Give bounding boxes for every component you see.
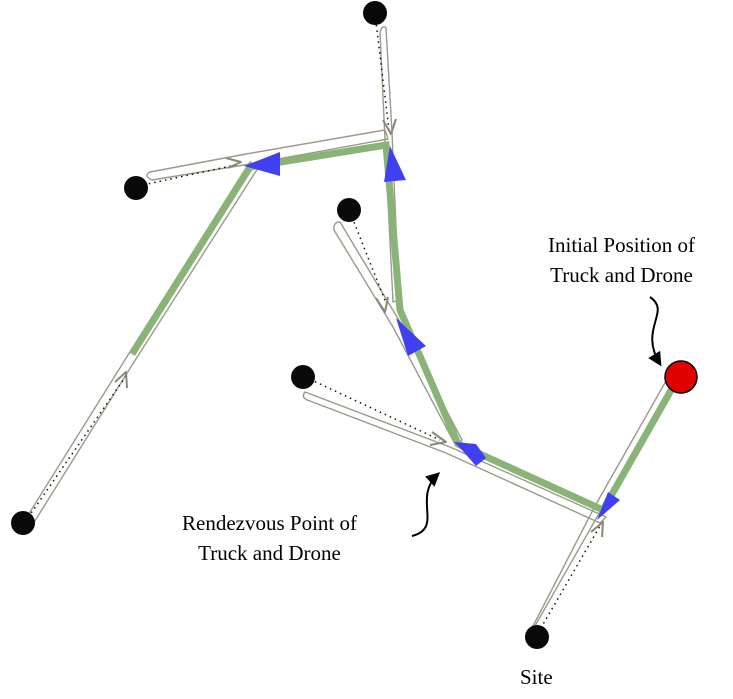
site-node-right-middle — [291, 365, 315, 389]
site-nodes — [11, 1, 549, 649]
drone-corridor-upper-left — [146, 129, 389, 181]
truck-arrowheads — [244, 146, 620, 520]
dotted-links — [24, 13, 601, 634]
drone-corridor-right-middle — [302, 391, 607, 524]
initial-position-label-line1: Initial Position of — [548, 233, 695, 257]
drone-arrow-top — [382, 118, 397, 135]
rendezvous-point-label-line2: Truck and Drone — [198, 541, 341, 565]
drone-arrow-left — [114, 371, 128, 389]
drone-arrow-upper-left — [225, 157, 242, 169]
truck-arrow-rendezvous — [454, 442, 486, 466]
dotted-link-left — [24, 375, 127, 523]
drone-arrow-center — [375, 296, 389, 313]
dotted-link-center — [349, 211, 389, 309]
initial-position-pointer — [648, 296, 662, 367]
rendezvous-pointer — [411, 472, 441, 537]
site-label: Site — [520, 665, 553, 689]
initial-position-label-line2: Truck and Drone — [550, 263, 693, 287]
site-node-top — [363, 1, 387, 25]
site-node-center — [337, 198, 361, 222]
truck-arrow-upper-left — [244, 152, 280, 176]
site-node-upper-left — [124, 176, 148, 200]
start-node — [664, 360, 698, 394]
drone-arrow-right-middle — [429, 431, 447, 446]
dotted-link-upper-left — [137, 163, 241, 187]
site-node-left — [11, 511, 35, 535]
rendezvous-point-label: Rendezvous Point of Truck and Drone — [182, 508, 357, 568]
initial-position-label: Initial Position of Truck and Drone — [548, 230, 695, 290]
rendezvous-point-label-line1: Rendezvous Point of — [182, 511, 357, 535]
truck-arrow-site — [597, 492, 620, 520]
site-node-bottom — [525, 625, 549, 649]
truck-arrow-center — [396, 318, 426, 356]
dotted-link-right-middle — [304, 376, 441, 441]
truck-arrow-top — [384, 146, 406, 182]
drone-arrowheads — [114, 118, 604, 538]
drone-arrow-site — [590, 521, 604, 538]
dotted-link-site — [537, 525, 601, 634]
